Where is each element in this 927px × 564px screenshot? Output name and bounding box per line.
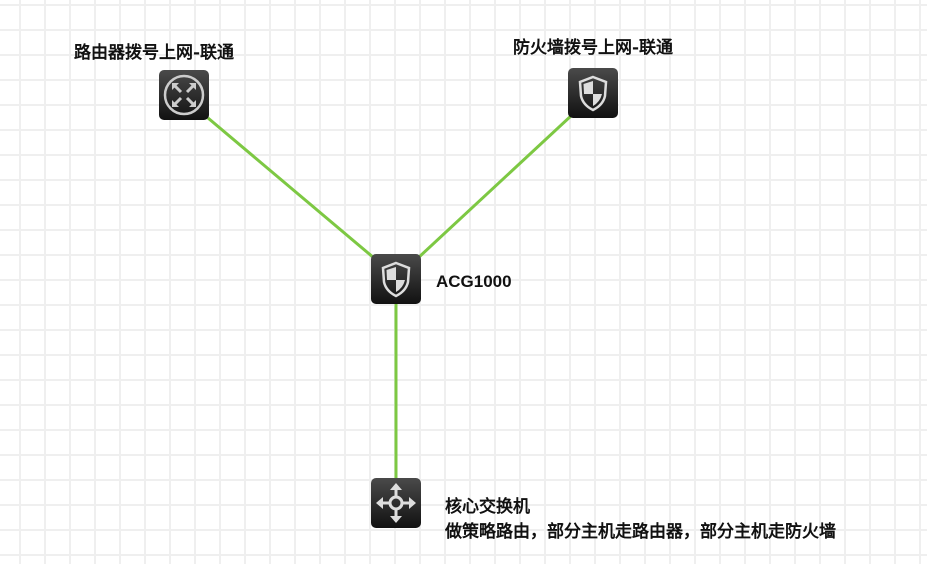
firewall-icon — [578, 75, 608, 112]
switch-note: 做策略路由，部分主机走路由器，部分主机走防火墙 — [445, 522, 836, 542]
router-label: 路由器拨号上网-联通 — [74, 43, 235, 63]
switch-icon — [376, 483, 416, 523]
link-firewall-acg — [416, 113, 574, 260]
router-node[interactable] — [159, 70, 209, 120]
switch-label: 核心交换机 — [445, 497, 530, 517]
firewall-icon — [381, 261, 411, 298]
link-router-acg — [207, 116, 375, 260]
switch-node[interactable] — [371, 478, 421, 528]
firewall-node[interactable] — [568, 68, 618, 118]
acg-node[interactable] — [371, 254, 421, 304]
acg-label: ACG1000 — [436, 272, 512, 291]
router-icon — [163, 74, 205, 116]
firewall-label: 防火墙拨号上网-联通 — [513, 38, 674, 58]
